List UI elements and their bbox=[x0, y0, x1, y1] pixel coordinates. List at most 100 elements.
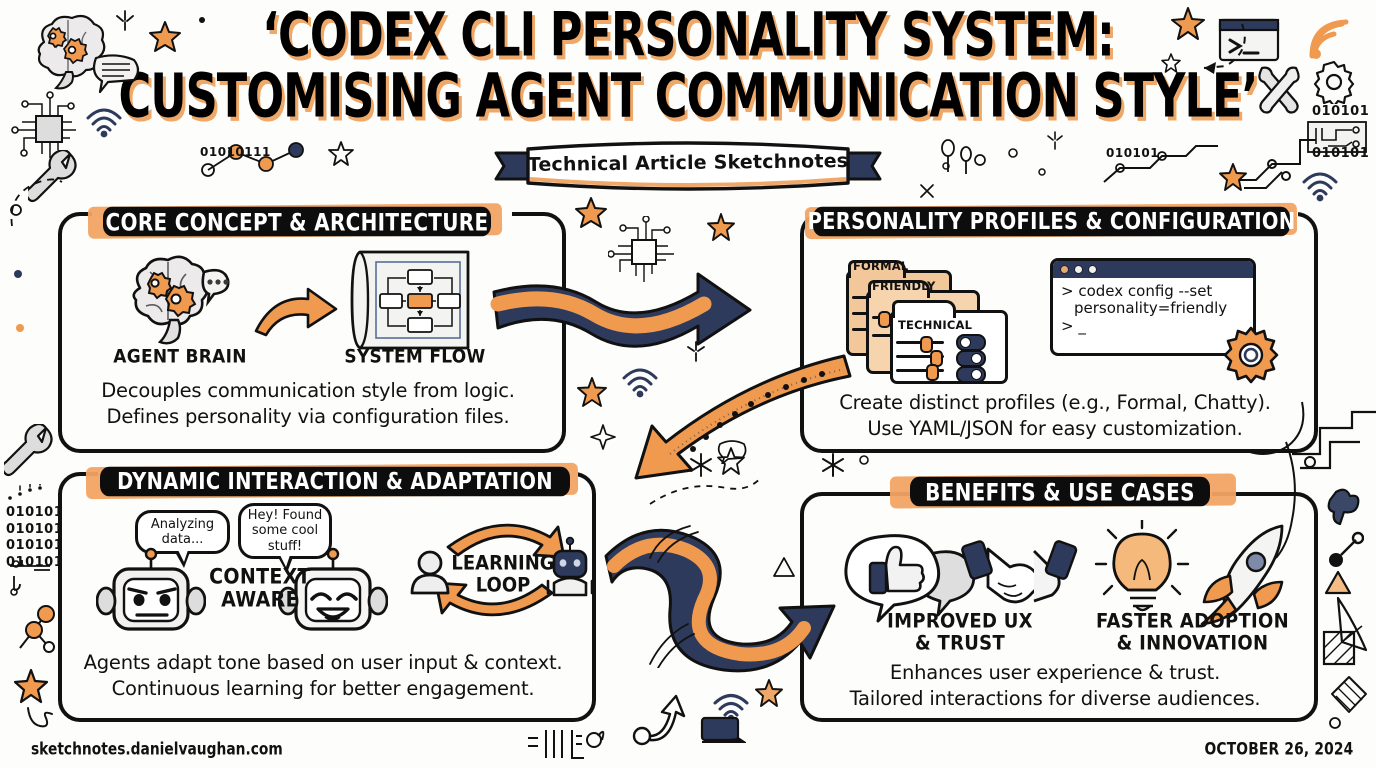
body-profiles-line1: Create distinct profiles (e.g., Formal, … bbox=[839, 391, 1271, 414]
caption-improved-ux-line1: IMPROVED UX bbox=[887, 609, 1033, 633]
body-core-concept-line2: Defines personality via configuration fi… bbox=[106, 405, 510, 429]
binary-doodle-right-top2: 010101 bbox=[1312, 146, 1370, 161]
ring-chain-icon bbox=[941, 139, 972, 174]
circle-right-icon bbox=[1329, 717, 1341, 729]
star-outline-icon bbox=[328, 141, 354, 166]
chip-centre-icon bbox=[608, 216, 674, 282]
arrow-up-doodle-icon bbox=[632, 694, 686, 746]
panel-header-personality-profiles: PERSONALITY PROFILES & CONFIGURATION bbox=[808, 206, 1295, 237]
caption-agent-brain-label: AGENT BRAIN bbox=[113, 345, 247, 368]
speech-bubble-analyzing-text: Analyzing data... bbox=[150, 516, 215, 547]
dashed-curve-icon bbox=[10, 178, 63, 227]
panel-header-core-concept: CORE CONCEPT & ARCHITECTURE bbox=[103, 206, 491, 237]
binary-doodle-left-top: 01010111 bbox=[200, 145, 271, 159]
dot-left2-icon bbox=[16, 324, 24, 332]
terminal-body: > codex config --set personality=friendl… bbox=[1053, 278, 1253, 341]
terminal-dot-maximize[interactable] bbox=[1088, 265, 1097, 274]
star-centre2-icon bbox=[707, 213, 735, 241]
speech-bubble-found-stuff: Hey! Found some cool stuff! bbox=[238, 503, 332, 573]
circle-outline-right-icon bbox=[859, 455, 869, 465]
paper-plane-right-icon bbox=[1336, 596, 1368, 652]
caption-system-flow-label: SYSTEM FLOW bbox=[344, 345, 486, 368]
sparkle-centre2-icon bbox=[590, 424, 616, 450]
tablet-doodle-icon bbox=[700, 716, 746, 743]
slider-knob-1[interactable] bbox=[920, 336, 933, 353]
hatched-square-right-icon bbox=[1322, 630, 1356, 666]
wifi-centre-icon bbox=[622, 368, 658, 398]
dot-left-icon bbox=[14, 270, 22, 278]
caption-agent-brain: AGENT BRAIN bbox=[100, 345, 260, 368]
body-dynamic-line1: Agents adapt tone based on user input & … bbox=[83, 651, 563, 674]
profile-card-technical-label: TECHNICAL bbox=[898, 318, 973, 332]
toggle-1[interactable] bbox=[956, 334, 986, 351]
terminal-line-1: > codex config --set bbox=[1061, 282, 1213, 300]
terminal-line-3: > _ bbox=[1061, 316, 1086, 335]
panel-header-dynamic-interaction-label: DYNAMIC INTERACTION & ADAPTATION bbox=[117, 467, 553, 496]
caption-system-flow: SYSTEM FLOW bbox=[335, 345, 495, 368]
dot-scatter-2-icon bbox=[974, 154, 986, 166]
caption-faster-adoption-line1: FASTER ADOPTION bbox=[1095, 609, 1290, 633]
ribbon-shape-icon bbox=[494, 141, 882, 191]
body-benefits-line2: Tailored interactions for diverse audien… bbox=[849, 687, 1261, 711]
caption-context-aware-label: CONTEXT AWARE bbox=[209, 564, 311, 613]
asterisk-right-icon bbox=[822, 453, 844, 477]
footer-date: OCTOBER 26, 2024 bbox=[1204, 738, 1354, 760]
triangle-centre-icon bbox=[773, 557, 795, 577]
key-right-icon bbox=[1329, 531, 1364, 567]
panel-header-benefits: BENEFITS & USE CASES bbox=[910, 476, 1210, 507]
body-benefits-line1: Enhances user experience & trust. bbox=[889, 661, 1221, 684]
circle-left-icon bbox=[10, 204, 22, 216]
terminal-line-2: personality=friendly bbox=[1074, 299, 1228, 318]
caption-improved-ux: IMPROVED UX & TRUST bbox=[860, 609, 1060, 655]
wifi-right-icon bbox=[1302, 172, 1338, 202]
footer-site[interactable]: sketchnotes.danielvaughan.com bbox=[30, 738, 283, 760]
dots-grid-icon bbox=[8, 484, 42, 500]
speech-doodle-centre-icon bbox=[717, 440, 747, 464]
star-centre-icon bbox=[575, 197, 607, 228]
dotted-swoosh-icon bbox=[649, 475, 763, 505]
hatched-diamond-right-icon bbox=[1331, 676, 1367, 713]
star-mid-right-icon bbox=[1219, 163, 1247, 191]
learning-loop-label: LEARNING LOOP bbox=[448, 551, 558, 598]
body-profiles-line2: Use YAML/JSON for easy customization. bbox=[867, 417, 1243, 441]
binary-doodle-right-top: 010101 bbox=[1312, 104, 1370, 119]
toggle-3[interactable] bbox=[956, 366, 986, 383]
binary-doodle-mid-right: 010101 bbox=[1106, 146, 1160, 160]
panel-header-core-concept-label: CORE CONCEPT & ARCHITECTURE bbox=[105, 207, 489, 236]
dot-scatter-3-icon bbox=[1008, 148, 1018, 158]
body-core-concept-line1: Decouples communication style from logic… bbox=[101, 379, 515, 402]
slider-knob-3[interactable] bbox=[926, 364, 939, 381]
sparkle-centre-icon bbox=[687, 341, 705, 362]
terminal-window[interactable]: > codex config --set personality=friendl… bbox=[1050, 258, 1256, 356]
learning-loop-label-line1: LEARNING bbox=[451, 551, 555, 575]
star-left-icon bbox=[13, 668, 49, 704]
wrench-left-icon bbox=[4, 424, 53, 477]
puzzle-right-icon bbox=[1327, 488, 1360, 526]
body-dynamic-interaction: Agents adapt tone based on user input & … bbox=[60, 650, 586, 702]
speech-bubble-found-stuff-text: Hey! Found some cool stuff! bbox=[247, 508, 323, 554]
x-mark-icon bbox=[920, 184, 934, 198]
body-benefits: Enhances user experience & trust. Tailor… bbox=[802, 660, 1308, 712]
terminal-dot-close[interactable] bbox=[1060, 265, 1069, 274]
terminal-dot-minimize[interactable] bbox=[1074, 265, 1083, 274]
panel-header-benefits-label: BENEFITS & USE CASES bbox=[925, 477, 1195, 506]
title-line-2: CUSTOMISING AGENT COMMUNICATION STYLE’ bbox=[118, 59, 1259, 131]
body-personality-profiles: Create distinct profiles (e.g., Formal, … bbox=[802, 390, 1308, 442]
star-outline-centre-icon bbox=[717, 447, 745, 475]
speech-bubble-analyzing: Analyzing data... bbox=[135, 510, 230, 568]
dot-scatter-4-icon bbox=[942, 162, 950, 170]
caption-faster-adoption: FASTER ADOPTION & INNOVATION bbox=[1085, 609, 1300, 656]
wrench-icon bbox=[28, 150, 77, 203]
caption-faster-adoption-line2: & INNOVATION bbox=[1116, 632, 1269, 656]
caption-context-aware: CONTEXT AWARE bbox=[195, 564, 325, 613]
panel-header-personality-profiles-label: PERSONALITY PROFILES & CONFIGURATION bbox=[807, 207, 1296, 236]
motion-lines2-icon bbox=[649, 623, 695, 668]
learning-loop-label-line2: LOOP bbox=[475, 574, 531, 598]
squiggle-left-icon bbox=[27, 707, 53, 728]
subtitle-ribbon: Technical Article Sketchnotes bbox=[488, 139, 888, 195]
page-title: ‘CODEX CLI PERSONALITY SYSTEM: CUSTOMISI… bbox=[0, 3, 1376, 126]
toggle-2[interactable] bbox=[956, 350, 986, 367]
profile-card-formal-label: FORMAL bbox=[853, 259, 909, 273]
triangle-right-icon bbox=[1324, 570, 1352, 595]
